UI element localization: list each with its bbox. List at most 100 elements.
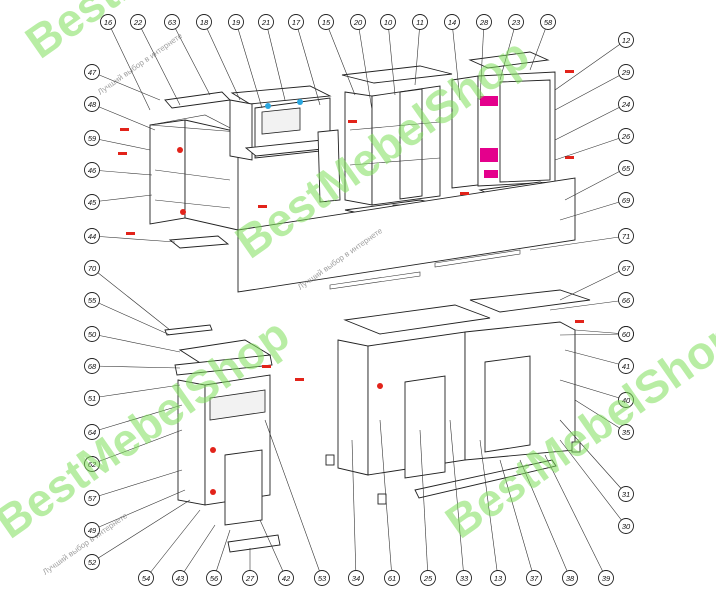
callout-circle (84, 554, 100, 570)
callout-number: 14 (448, 18, 456, 27)
callout-number: 52 (88, 558, 97, 567)
callout-number: 25 (423, 574, 433, 583)
callout-number: 18 (200, 18, 209, 27)
part-callout: 65 (564, 160, 634, 201)
callout-number: 24 (621, 100, 630, 109)
callout-circle (164, 14, 180, 30)
callout-circle (456, 570, 472, 586)
callout-circle (618, 32, 634, 48)
base-cabinet-right (325, 289, 591, 505)
callout-circle (618, 486, 634, 502)
callout-number: 69 (622, 196, 631, 205)
callout-leader-line (91, 333, 181, 353)
callout-number: 28 (479, 18, 489, 27)
callout-leader-line (235, 21, 263, 109)
callout-leader-line (91, 169, 153, 176)
callout-leader-line (449, 419, 465, 579)
part-callout: 35 (574, 399, 634, 440)
part-callout: 53 (264, 419, 330, 586)
callout-circle (196, 14, 212, 30)
part-callout: 71 (529, 228, 634, 251)
part-callout: 52 (84, 499, 191, 570)
callout-leader-line (357, 21, 373, 111)
part-callout: 56 (206, 529, 231, 586)
part-callout: 45 (84, 194, 153, 210)
callout-leader-line (559, 379, 627, 401)
callout-number: 40 (622, 396, 631, 405)
callout-leader-line (213, 529, 231, 579)
part-callout: 21 (258, 14, 286, 101)
callout-circle (618, 228, 634, 244)
callout-leader-line (554, 71, 627, 111)
callout-number: 55 (88, 296, 97, 305)
callout-circle (420, 570, 436, 586)
callout-number: 10 (384, 18, 393, 27)
callout-number: 58 (544, 18, 553, 27)
part-callout: 59 (84, 130, 151, 151)
callout-leader-line (171, 21, 211, 96)
part-callout: 55 (84, 292, 171, 336)
callout-number: 39 (602, 574, 611, 583)
callout-circle (84, 522, 100, 538)
callout-leader-line (107, 21, 151, 111)
part-callout: 43 (172, 524, 216, 586)
callout-number: 22 (133, 18, 143, 27)
callout-circle (618, 260, 634, 276)
callout-number: 65 (622, 164, 631, 173)
part-callout: 29 (554, 64, 634, 111)
callout-leader-line (554, 135, 627, 161)
part-callout: 68 (84, 358, 181, 374)
callout-number: 35 (622, 428, 631, 437)
callout-leader-line (559, 439, 627, 527)
callout-leader-line (91, 267, 171, 331)
part-callout: 14 (444, 14, 461, 101)
callout-number: 46 (88, 166, 97, 175)
callout-circle (84, 424, 100, 440)
callout-number: 26 (621, 132, 631, 141)
callout-number: 44 (88, 232, 96, 241)
callout-circle (618, 358, 634, 374)
callout-leader-line (91, 299, 171, 336)
part-callout: 30 (559, 439, 634, 534)
callout-number: 12 (622, 36, 631, 45)
callout-circle (206, 570, 222, 586)
part-callout: 11 (412, 14, 428, 86)
part-callout: 64 (84, 404, 183, 440)
part-callout: 47 (84, 64, 161, 101)
callout-circle (618, 192, 634, 208)
fastener-markers (118, 70, 584, 381)
callout-number: 13 (494, 574, 503, 583)
callout-number: 68 (88, 362, 97, 371)
callout-leader-line (529, 235, 627, 251)
part-callout: 50 (84, 326, 181, 353)
part-callout: 27 (242, 548, 258, 586)
callout-number: 49 (88, 526, 97, 535)
callout-leader-line (559, 333, 627, 336)
callout-number: 42 (282, 574, 291, 583)
watermark-tagline-3: Лучший выбор в интернете (41, 511, 130, 577)
callout-leader-line (179, 524, 216, 579)
callout-number: 15 (322, 18, 331, 27)
callout-number: 16 (104, 18, 113, 27)
callout-leader-line (91, 137, 151, 151)
callout-number: 63 (168, 18, 177, 27)
callout-leader-line (203, 21, 241, 101)
callout-leader-line (574, 329, 627, 335)
callout-leader-line (264, 419, 323, 579)
callout-number: 37 (530, 574, 539, 583)
callout-number: 50 (88, 330, 97, 339)
part-callout: 58 (529, 14, 556, 71)
base-cabinet-left (164, 324, 281, 553)
callout-leader-line (519, 459, 571, 579)
callout-circle (508, 14, 524, 30)
callout-circle (130, 14, 146, 30)
long-panel (237, 177, 576, 293)
callout-leader-line (554, 39, 627, 91)
callout-leader-line (499, 459, 535, 579)
callout-number: 54 (142, 574, 150, 583)
callout-number: 19 (232, 18, 241, 27)
callout-leader-line (91, 235, 176, 243)
callout-leader-line (451, 21, 461, 101)
